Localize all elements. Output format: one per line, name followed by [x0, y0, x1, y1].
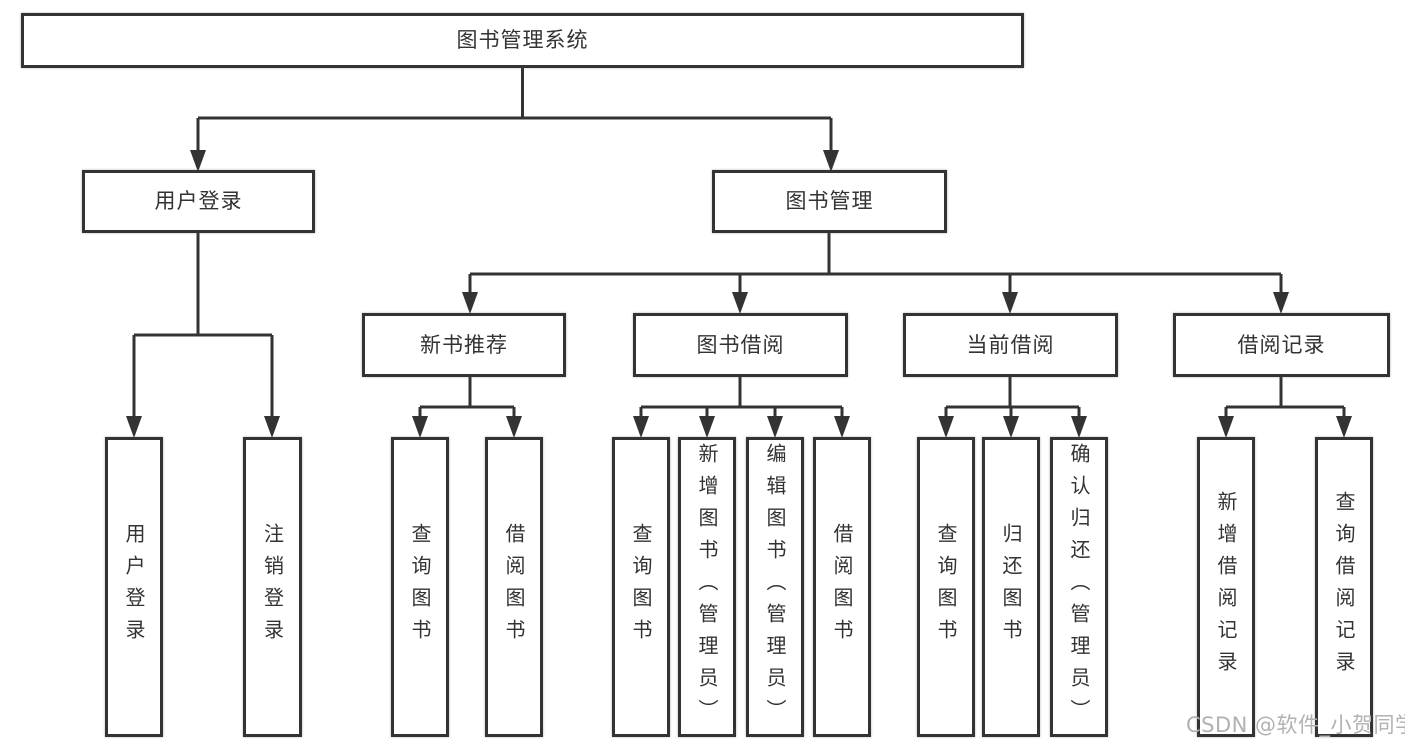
node-user-login-label: 用户登录 — [154, 189, 243, 213]
connector-new-books-children — [418, 377, 516, 416]
node-leaf-edit-books-admin-label: 编辑图书（管理员） — [763, 443, 787, 731]
node-leaf-return-books-label: 归还图书 — [999, 523, 1023, 651]
node-root: 图书管理系统 — [21, 13, 1024, 68]
node-leaf-query-books-2-label: 查询图书 — [629, 523, 653, 651]
node-leaf-borrow-books-2: 借阅图书 — [813, 437, 871, 737]
node-leaf-query-books-1-label: 查询图书 — [408, 523, 432, 651]
node-leaf-add-borrow-record: 新增借阅记录 — [1197, 437, 1255, 737]
node-book-borrow: 图书借阅 — [633, 313, 848, 377]
connector-book-mgmt-children — [468, 233, 1283, 292]
node-leaf-add-books-admin-label: 新增图书（管理员） — [695, 443, 719, 731]
node-user-login: 用户登录 — [82, 170, 315, 233]
connector-user-login-children — [132, 233, 274, 416]
node-leaf-return-books: 归还图书 — [982, 437, 1040, 737]
node-leaf-borrow-books-1: 借阅图书 — [485, 437, 543, 737]
node-leaf-logout: 注销登录 — [243, 437, 302, 737]
node-leaf-user-login-label: 用户登录 — [122, 523, 146, 651]
node-book-borrow-label: 图书借阅 — [696, 332, 785, 357]
node-leaf-edit-books-admin: 编辑图书（管理员） — [746, 437, 804, 737]
connector-root-to-level1 — [196, 68, 833, 152]
node-new-books-label: 新书推荐 — [420, 332, 508, 357]
node-leaf-query-borrow-record: 查询借阅记录 — [1315, 437, 1373, 737]
node-leaf-query-borrow-record-label: 查询借阅记录 — [1332, 491, 1356, 683]
node-leaf-user-login: 用户登录 — [105, 437, 163, 737]
node-leaf-query-books-3: 查询图书 — [917, 437, 975, 737]
arrowheads — [126, 150, 1352, 438]
node-borrow-records: 借阅记录 — [1173, 313, 1390, 377]
node-book-mgmt-label: 图书管理 — [785, 189, 874, 213]
node-leaf-add-borrow-record-label: 新增借阅记录 — [1214, 491, 1238, 683]
node-current-borrow-label: 当前借阅 — [966, 332, 1055, 357]
node-book-mgmt: 图书管理 — [712, 170, 947, 233]
connector-book-borrow-children — [639, 377, 844, 416]
connector-current-borrow-children — [944, 377, 1081, 416]
node-leaf-query-books-1: 查询图书 — [391, 437, 449, 737]
node-leaf-logout-label: 注销登录 — [260, 523, 285, 651]
node-borrow-records-label: 借阅记录 — [1237, 332, 1326, 357]
node-new-books: 新书推荐 — [362, 313, 566, 377]
node-leaf-query-books-3-label: 查询图书 — [934, 523, 958, 651]
node-leaf-confirm-return-admin: 确认归还（管理员） — [1050, 437, 1108, 737]
node-root-label: 图书管理系统 — [456, 28, 589, 52]
node-leaf-add-books-admin: 新增图书（管理员） — [678, 437, 736, 737]
node-leaf-confirm-return-admin-label: 确认归还（管理员） — [1067, 443, 1091, 731]
watermark: CSDN @软件_小贺同学 — [1186, 713, 1405, 737]
node-leaf-borrow-books-1-label: 借阅图书 — [502, 523, 526, 651]
connector-borrow-records-children — [1224, 377, 1346, 416]
node-leaf-borrow-books-2-label: 借阅图书 — [830, 523, 854, 651]
node-current-borrow: 当前借阅 — [903, 313, 1118, 377]
node-leaf-query-books-2: 查询图书 — [612, 437, 670, 737]
